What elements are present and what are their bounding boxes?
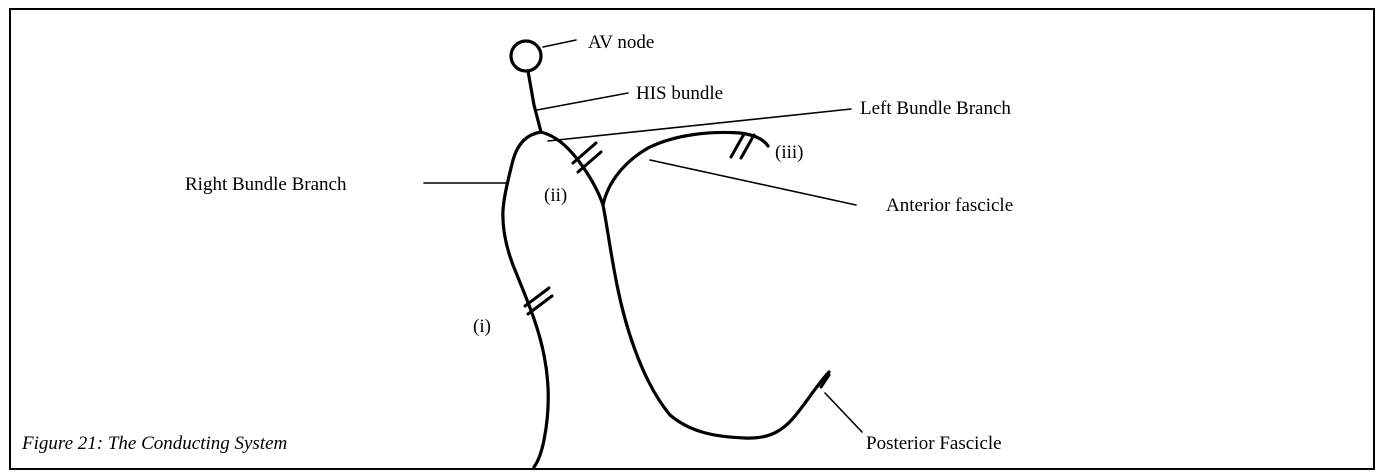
left-bundle-branch-line [539,130,831,440]
block-marker-ii-label: (ii) [544,185,567,206]
posterior-fascicle-end-mark [819,373,831,389]
av-node-label: AV node [588,32,654,53]
block-marker-iii-hatch [729,132,756,160]
left-bundle-branch-leader [547,108,852,142]
anterior-fascicle-leader [649,159,857,206]
right-bundle-branch-label: Right Bundle Branch [185,174,347,195]
left-bundle-branch-label: Left Bundle Branch [860,98,1011,119]
posterior-fascicle-leader [824,392,863,433]
his-bundle-leader [536,92,629,111]
his-bundle-line [526,69,543,134]
posterior-fascicle-label: Posterior Fascicle [866,433,1002,454]
figure-caption: Figure 21: The Conducting System [21,433,287,454]
block-marker-iii-label: (iii) [775,142,804,163]
anterior-fascicle-line [601,130,770,207]
av-node-circle [509,39,543,73]
block-marker-i-hatch [523,286,554,316]
right-bundle-branch-line [501,130,550,469]
block-marker-ii-hatch [571,141,603,174]
av-node-leader [542,39,577,48]
his-bundle-label: HIS bundle [636,83,723,104]
figure-frame [9,8,1375,470]
block-marker-i-label: (i) [473,316,491,337]
anterior-fascicle-label: Anterior fascicle [886,195,1013,216]
